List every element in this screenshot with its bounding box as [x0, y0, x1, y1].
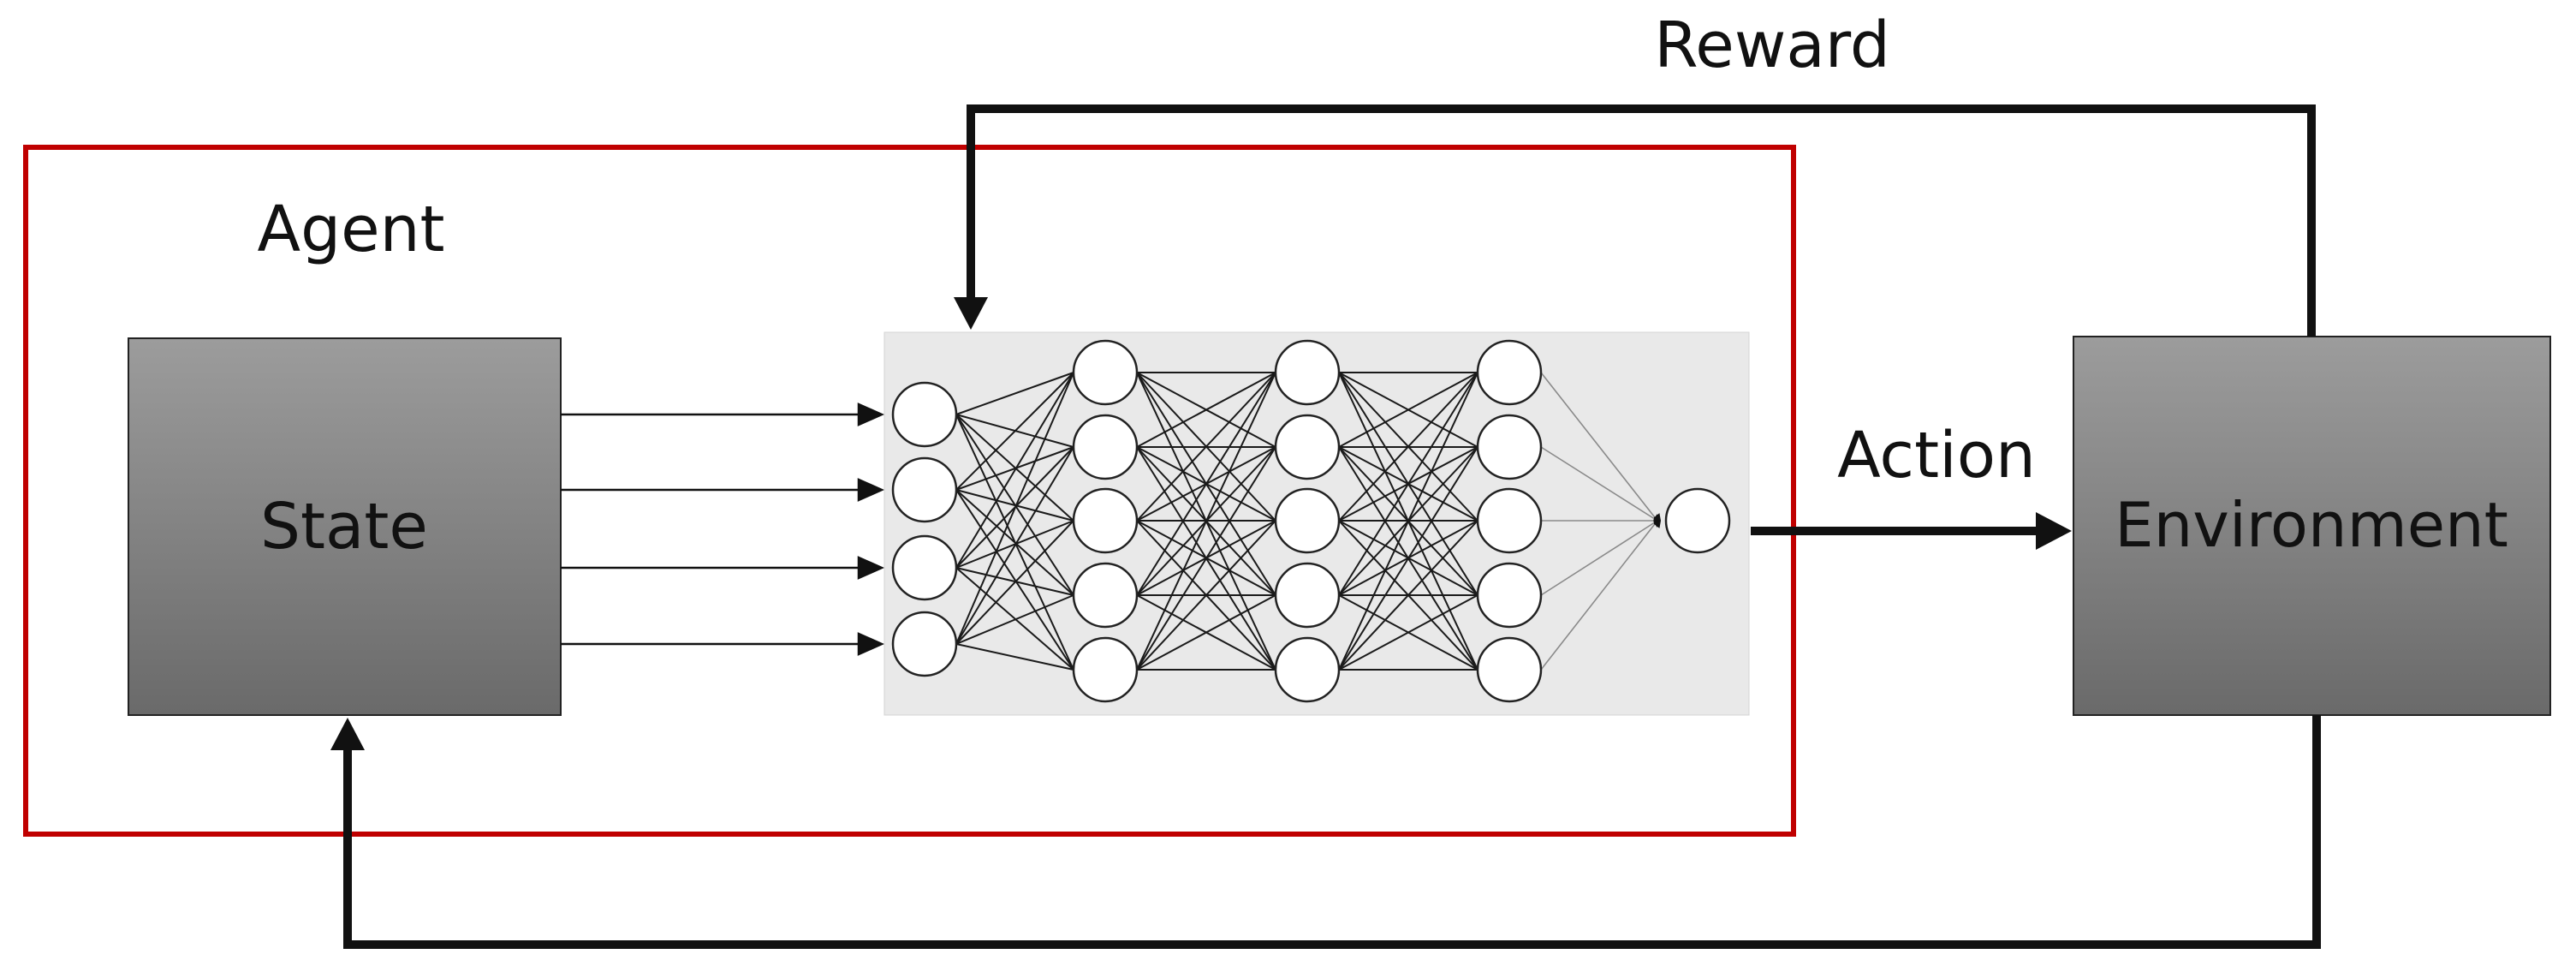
neuron [1274, 339, 1341, 406]
network-edge-arrowhead [1653, 521, 1661, 528]
neuron [1476, 339, 1543, 406]
network-edge [1338, 594, 1478, 671]
action-label: Action [1837, 419, 2036, 492]
network-edge [955, 372, 1074, 569]
agent-box [23, 145, 1796, 837]
state-feedback-arrow [330, 715, 2321, 949]
state-box [128, 337, 562, 716]
neuron [891, 381, 958, 448]
network-edge [1338, 372, 1478, 671]
network-edge [1338, 520, 1478, 671]
network-edge [1136, 372, 1276, 671]
network-edge [955, 489, 1074, 596]
network-edge [1338, 372, 1478, 522]
neural-network-edges [955, 372, 1661, 671]
neuron [1476, 636, 1543, 703]
neuron [891, 456, 958, 523]
environment-box [2073, 336, 2551, 716]
neuron [1072, 339, 1139, 406]
network-edge [1338, 446, 1478, 671]
network-edge [1136, 372, 1276, 522]
agent-label: Agent [257, 193, 444, 266]
reward-label: Reward [1654, 9, 1890, 82]
network-edge [955, 446, 1074, 645]
network-edge [1540, 446, 1658, 522]
network-edge [955, 643, 1074, 671]
network-edge [1338, 372, 1478, 448]
network-edge [1540, 520, 1658, 671]
neuron [1274, 562, 1341, 629]
network-edge [955, 594, 1074, 645]
network-edge [1540, 372, 1658, 522]
network-edge [955, 372, 1074, 491]
network-edge [955, 372, 1074, 645]
environment-label: Environment [2115, 489, 2508, 561]
network-edge [1136, 372, 1276, 448]
neural-network-nodes [891, 339, 1731, 703]
network-edge [1338, 372, 1478, 596]
action-arrow [1751, 512, 2072, 550]
neuron [1476, 414, 1543, 480]
network-edge [1136, 446, 1276, 671]
network-edge [955, 489, 1074, 671]
neuron [1476, 487, 1543, 554]
network-edge [955, 372, 1074, 415]
network-edge [1136, 520, 1276, 671]
state-label: State [260, 490, 428, 564]
network-edge [1136, 594, 1276, 671]
output-neuron [1664, 487, 1731, 554]
neuron [1274, 636, 1341, 703]
neuron [891, 611, 958, 677]
network-edge [1136, 372, 1276, 596]
reward-arrow [954, 104, 2316, 337]
neuron [1072, 636, 1139, 703]
network-edge [1540, 520, 1658, 596]
neuron [1476, 562, 1543, 629]
neuron [891, 534, 958, 601]
neuron [1072, 414, 1139, 480]
network-edge [955, 520, 1074, 645]
neuron [1072, 487, 1139, 554]
network-edge [955, 446, 1074, 491]
neuron [1274, 414, 1341, 480]
neuron [1072, 562, 1139, 629]
network-edge [955, 489, 1074, 522]
state-input-arrows [561, 403, 885, 656]
neuron [1274, 487, 1341, 554]
